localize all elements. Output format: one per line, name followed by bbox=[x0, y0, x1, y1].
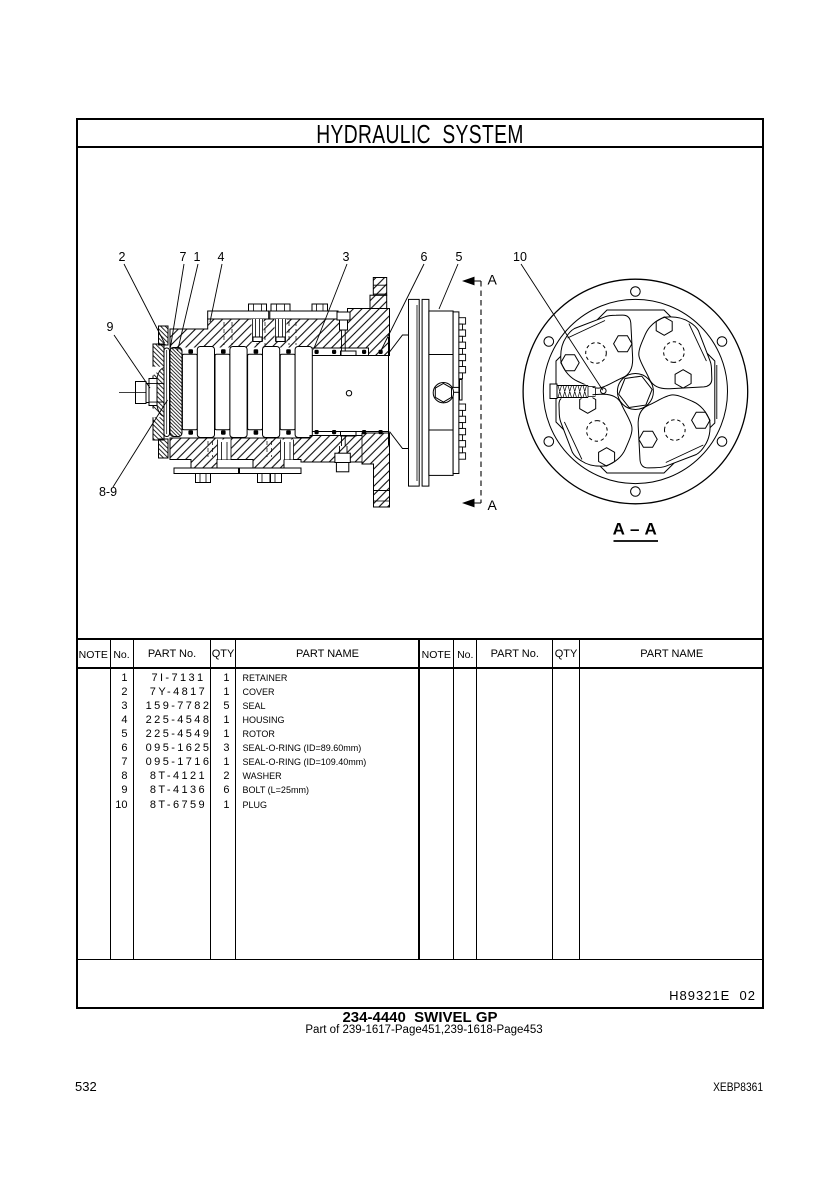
svg-text:1: 1 bbox=[194, 250, 201, 264]
svg-text:A: A bbox=[488, 497, 498, 513]
svg-text:5: 5 bbox=[456, 250, 463, 264]
svg-text:10: 10 bbox=[513, 250, 527, 264]
svg-text:9: 9 bbox=[107, 320, 114, 334]
svg-text:4: 4 bbox=[218, 250, 225, 264]
svg-text:A – A: A – A bbox=[613, 520, 658, 539]
svg-text:7: 7 bbox=[180, 250, 187, 264]
svg-text:3: 3 bbox=[343, 250, 350, 264]
svg-text:8-9: 8-9 bbox=[99, 485, 117, 499]
svg-text:A: A bbox=[488, 272, 498, 288]
svg-text:2: 2 bbox=[119, 250, 126, 264]
svg-text:6: 6 bbox=[421, 250, 428, 264]
